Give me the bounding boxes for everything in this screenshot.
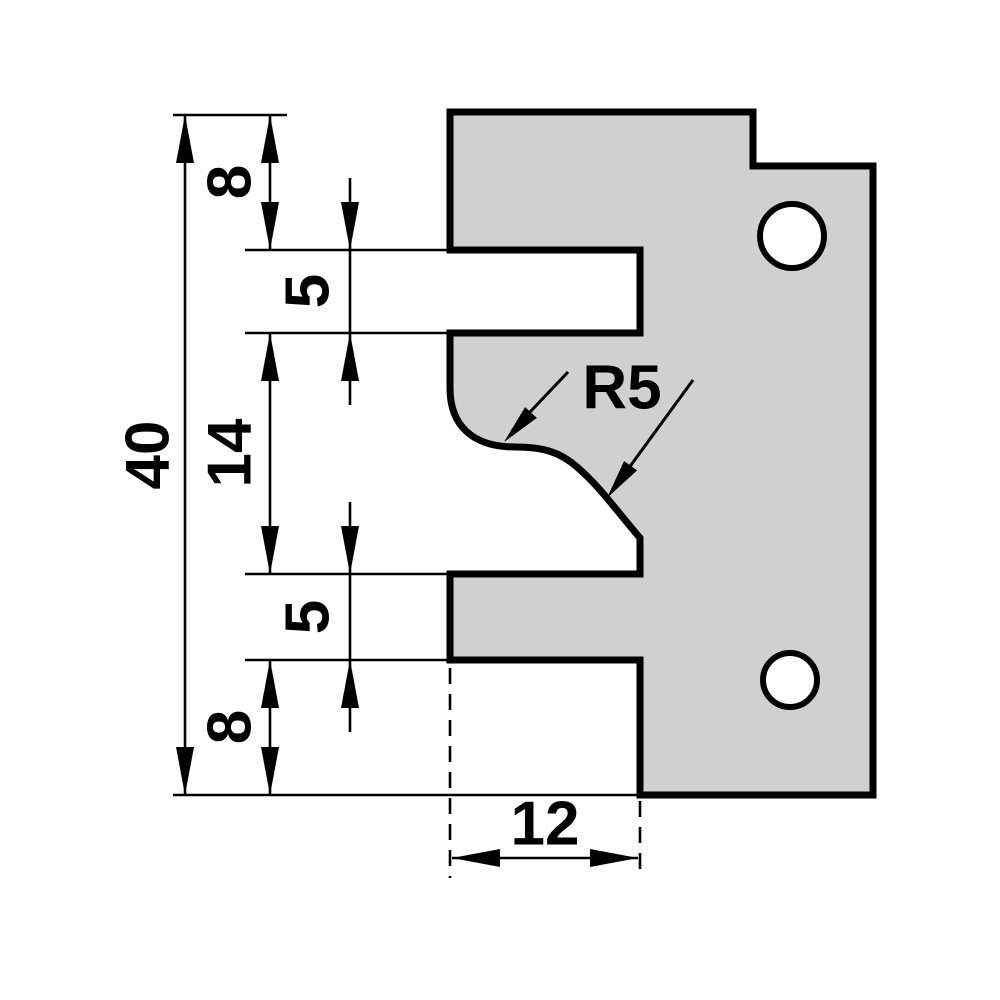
- mounting-hole-top: [757, 201, 827, 271]
- arrowhead-down-icon: [261, 747, 279, 795]
- arrowhead-right-icon: [590, 849, 638, 867]
- arrowhead-up-icon: [261, 115, 279, 163]
- knife-body-group: [446, 108, 877, 799]
- arrowhead-up-icon: [261, 660, 279, 708]
- radius-annotation: R5: [504, 354, 695, 498]
- arrowhead-up-icon: [341, 660, 359, 708]
- arrowhead-left-icon: [452, 849, 500, 867]
- dim-profile-height: 14: [196, 333, 279, 574]
- extension-lines: [173, 113, 642, 878]
- dim-groove-depth: 12: [452, 790, 638, 867]
- arrowhead-up-icon: [341, 333, 359, 381]
- dim-top-step: 8: [196, 115, 279, 250]
- dim-label-lower-tongue: 5: [274, 600, 343, 634]
- arrowhead-diagonal-icon: [607, 461, 638, 498]
- arrowhead-down-icon: [341, 526, 359, 574]
- dim-label-upper-groove: 5: [274, 274, 343, 308]
- arrowhead-down-icon: [261, 526, 279, 574]
- dim-label-profile-height: 14: [196, 418, 265, 487]
- knife-profile-body: [446, 108, 877, 799]
- dim-label-bottom-step: 8: [196, 710, 265, 744]
- mounting-hole-bottom: [760, 650, 820, 710]
- dim-lower-tongue: 5: [274, 502, 359, 732]
- arrowhead-up-icon: [261, 333, 279, 381]
- arrowhead-diagonal-icon: [504, 407, 537, 442]
- arrowhead-down-icon: [176, 747, 194, 795]
- dim-label-groove-depth: 12: [511, 790, 580, 859]
- dim-upper-groove: 5: [274, 178, 359, 405]
- radius-label: R5: [582, 354, 661, 423]
- dim-bottom-step: 8: [196, 660, 279, 795]
- dim-label-overall-height: 40: [114, 421, 183, 490]
- arrowhead-down-icon: [341, 202, 359, 250]
- arrowhead-up-icon: [176, 115, 194, 163]
- arrowhead-down-icon: [261, 202, 279, 250]
- dim-label-top-step: 8: [196, 165, 265, 199]
- dim-overall-height: 40: [114, 115, 194, 795]
